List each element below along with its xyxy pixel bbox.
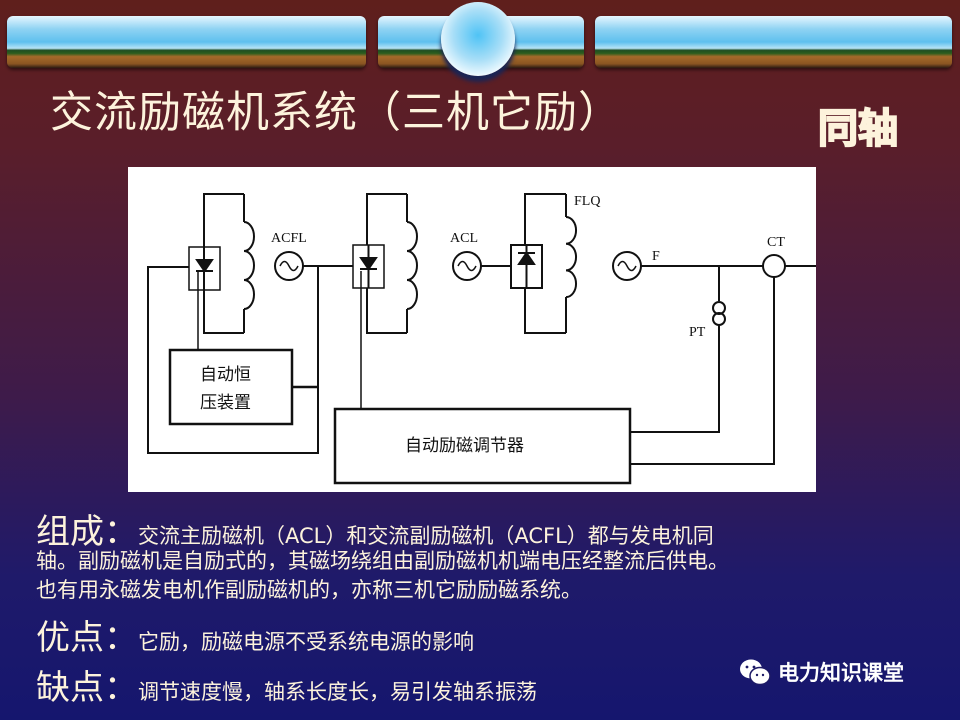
ct-icon: [762, 254, 786, 278]
label-avr-line2: 压装置: [200, 393, 251, 413]
composition-line2: 轴。副励磁机是自励式的，其磁场绕组由副励磁机机端电压经整流后供电。: [36, 549, 729, 573]
label-regulator: 自动励磁调节器: [405, 436, 524, 456]
excitation-regulator-box: [333, 407, 632, 485]
composition-heading: 组成：: [36, 512, 138, 552]
disadvantages-section: 缺点：调节速度慢，轴系长度长，易引发轴系振荡: [36, 660, 537, 709]
label-ct: CT: [767, 235, 785, 250]
header-orb-decoration: [441, 2, 515, 76]
slide-title: 交流励磁机系统（三机它励）: [50, 88, 622, 138]
label-f: F: [652, 249, 660, 264]
advantages-heading: 优点：: [36, 618, 138, 658]
wechat-icon: [740, 659, 771, 686]
diode-icon: [517, 245, 536, 288]
label-flq: FLQ: [574, 194, 600, 209]
circuit-svg: ACFL ACL FLQ F CT PT 自动恒 压装置 自动励磁调节器: [147, 193, 816, 485]
field-coil-icon: [243, 221, 255, 310]
header-banner-left: [7, 16, 366, 68]
watermark-text: 电力知识课堂: [778, 661, 904, 685]
label-pt: PT: [689, 325, 706, 340]
label-avr-line1: 自动恒: [200, 365, 251, 385]
wire-feedback: [147, 266, 319, 454]
thyristor-icon-1: [195, 259, 214, 273]
excitation-circuit-diagram: ACFL ACL FLQ F CT PT 自动恒 压装置 自动励磁调节器: [128, 167, 816, 492]
composition-section: 组成：交流主励磁机（ACL）和交流副励磁机（ACFL）都与发电机同: [36, 504, 714, 553]
label-acl: ACL: [450, 231, 478, 246]
acfl-field-loop: [203, 193, 255, 334]
coaxial-badge: 同轴: [817, 105, 899, 153]
field-coil-icon: [406, 221, 418, 310]
composition-line3: 也有用永磁发电机作副励磁机的，亦称三机它励励磁系统。: [36, 578, 582, 602]
advantages-section: 优点：它励，励磁电源不受系统电源的影响: [36, 610, 474, 659]
composition-line1: 交流主励磁机（ACL）和交流副励磁机（ACFL）都与发电机同: [138, 524, 714, 548]
label-acfl: ACFL: [271, 231, 307, 246]
thyristor-box-1: [188, 246, 221, 291]
thyristor-icon-2: [359, 245, 378, 288]
watermark: 电力知识课堂: [738, 657, 904, 687]
disadvantages-text: 调节速度慢，轴系长度长，易引发轴系振荡: [138, 680, 537, 704]
advantages-text: 它励，励磁电源不受系统电源的影响: [138, 630, 474, 654]
field-coil-icon: [565, 216, 578, 299]
header-banner-right: [595, 16, 952, 68]
disadvantages-heading: 缺点：: [36, 668, 138, 708]
